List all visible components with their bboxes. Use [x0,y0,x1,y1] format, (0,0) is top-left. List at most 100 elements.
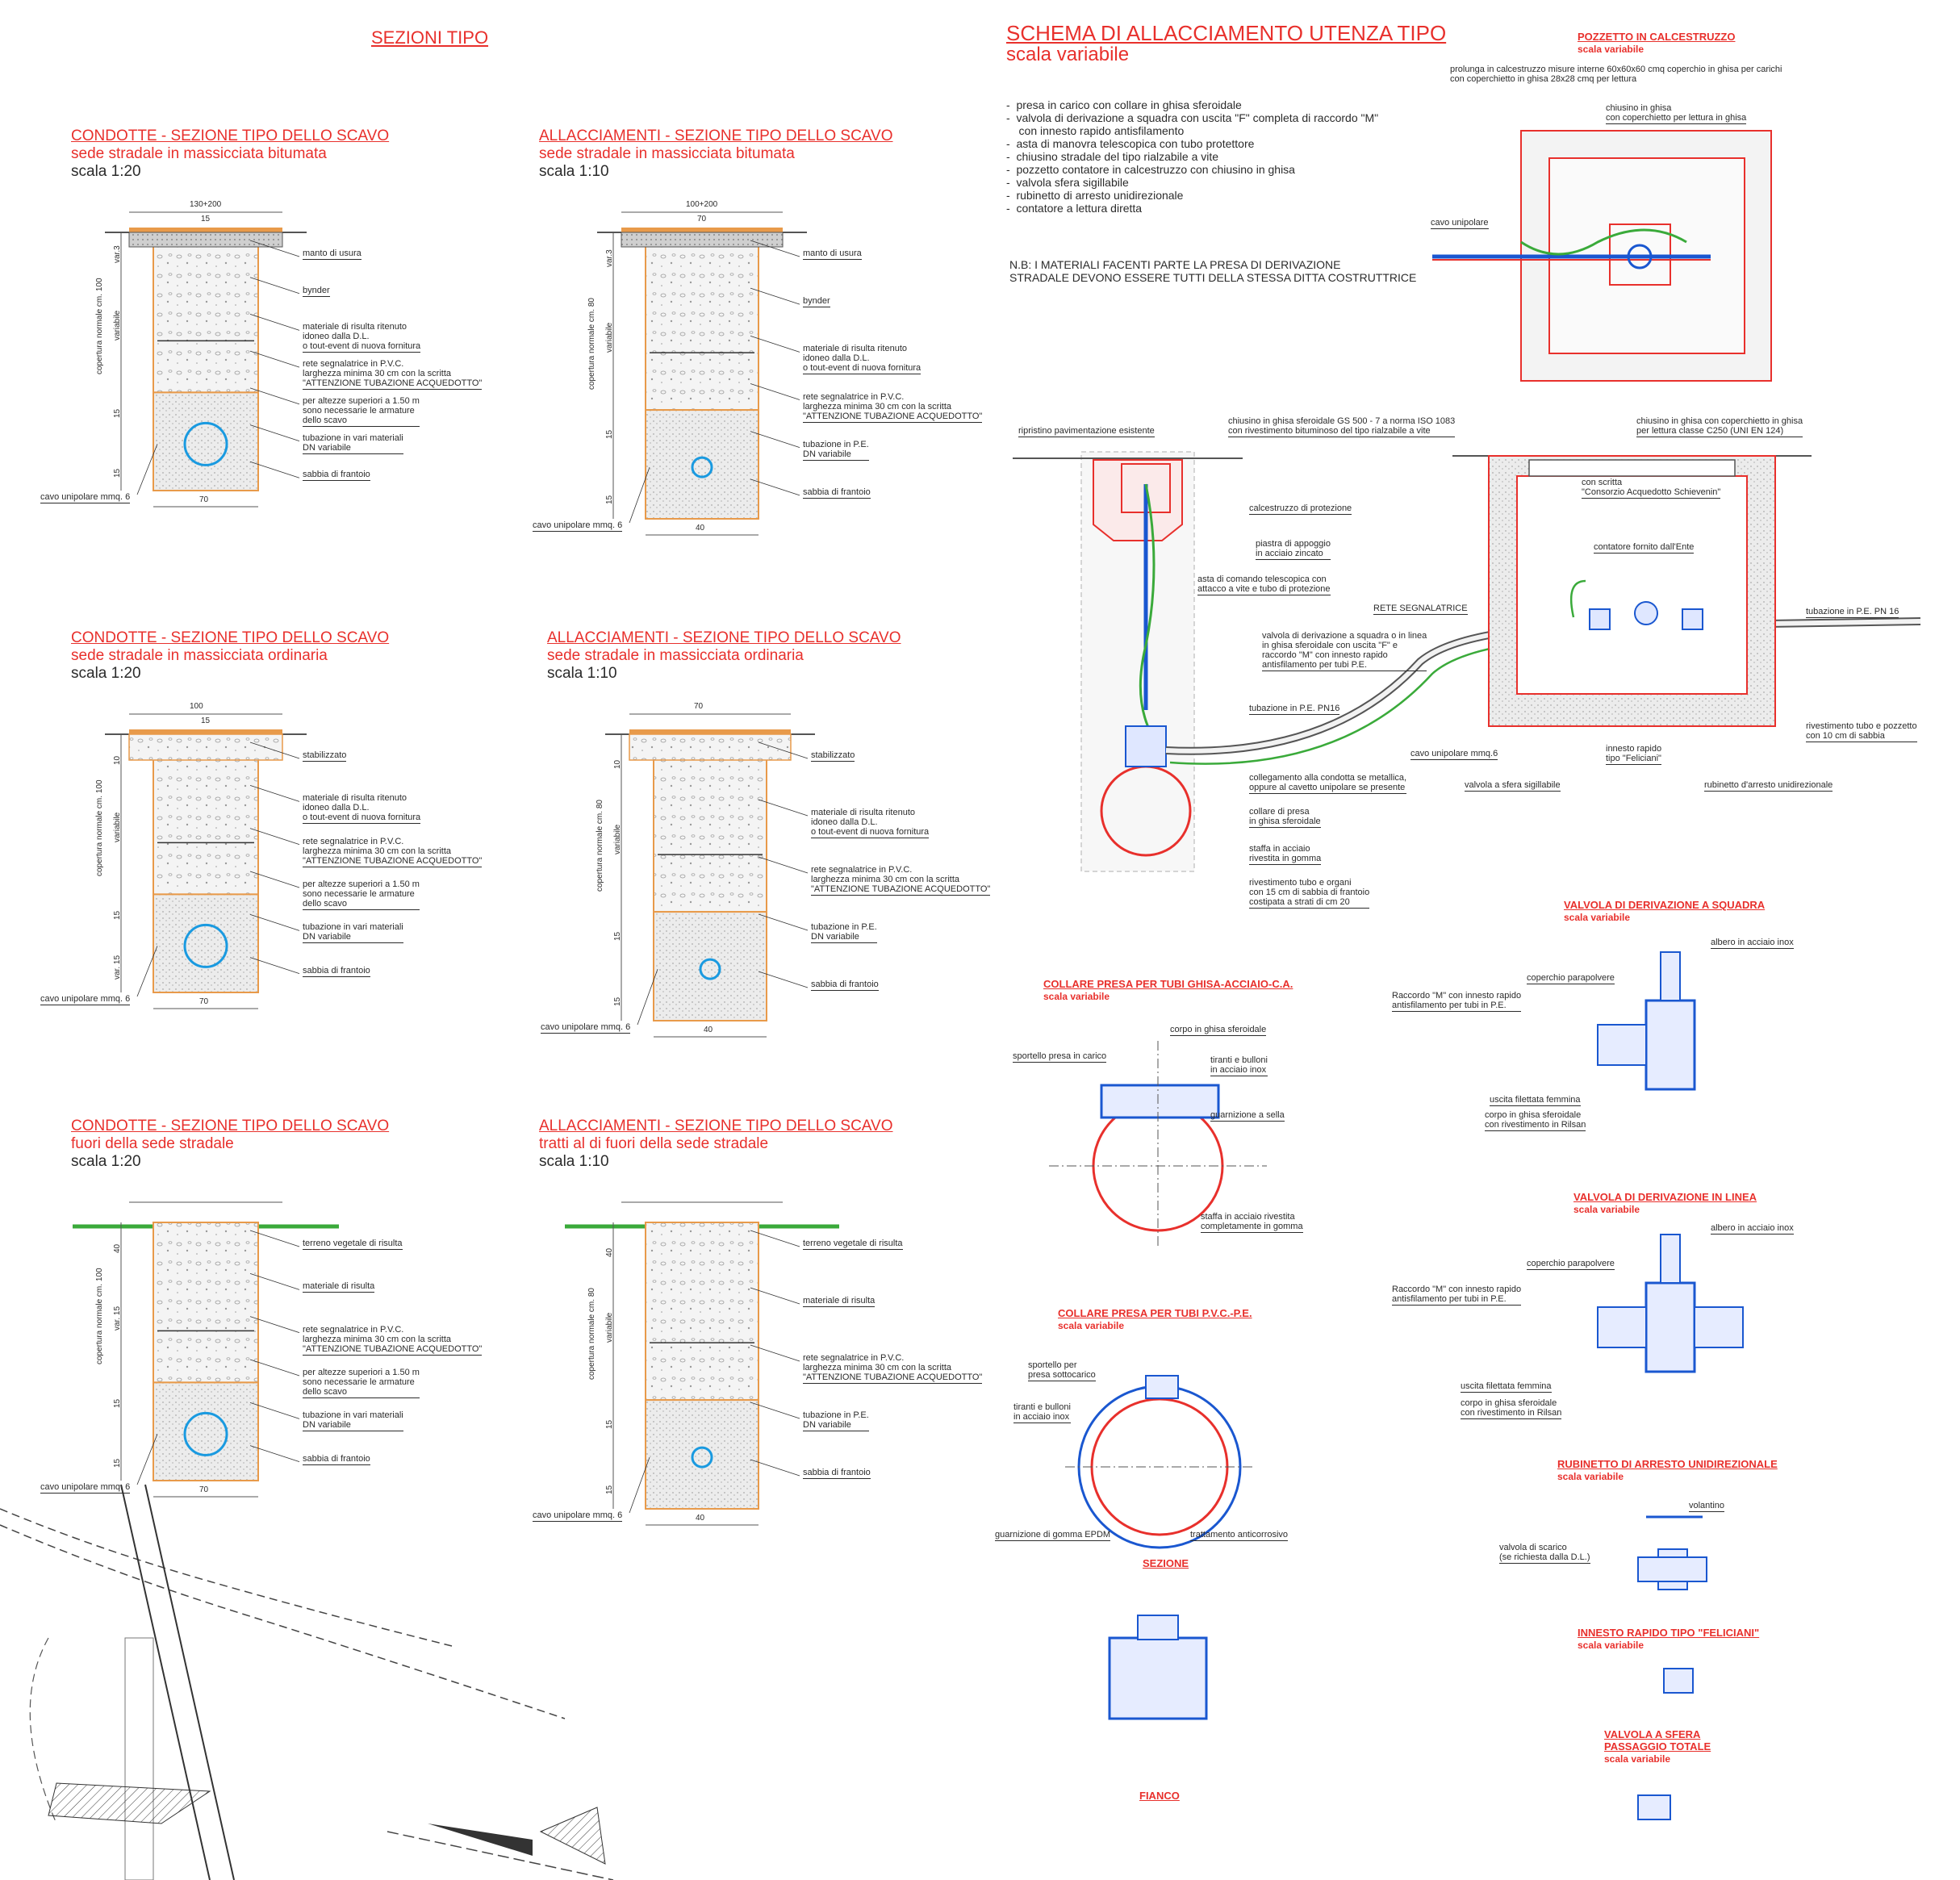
layer-label: tubazione in P.E. DN variabile [803,1410,869,1431]
leader-line [249,1272,300,1290]
vertical-dim-label-top: var.3 [605,249,614,267]
cable-label: cavo unipolare mmq. 6 [40,492,131,503]
trench-section-6 [565,1201,839,1526]
fianco-label: FIANCO [1139,1790,1180,1802]
cable-leader [637,968,658,1026]
connection-schema [1013,451,1921,872]
layer-label: tubazione in vari materiali DN variabile [303,922,403,944]
layer-label: rete segnalatrice in P.V.C. larghezza mi… [303,836,483,867]
vertical-dim-label-top: 40 [605,1247,614,1257]
schema-label-j: staffa in acciaio rivestita in gomma [1249,844,1322,865]
collar1-subtitle: scala variabile [1043,991,1110,1002]
trench-section-1 [105,211,307,508]
valve1-title: VALVOLA DI DERIVAZIONE A SQUADRA [1564,899,1766,911]
ball-valve [1637,1794,1671,1820]
fianco-port [1137,1615,1179,1640]
leader-line [249,913,300,931]
backfill-layer [645,1222,759,1402]
leader-line [750,1459,800,1477]
leader-line [758,799,809,817]
cable-leader [136,946,158,997]
collar2-label: sportello per presa sottocarico [1028,1360,1096,1381]
layer-label: manto di usura [303,249,361,260]
valve2-label: corpo in ghisa sferoidale con rivestimen… [1461,1398,1562,1419]
check-valve-section [1682,608,1703,630]
leader-line [249,871,300,888]
section-subtitle: sede stradale in massicciata bitumata [71,145,327,162]
schema-label-o: RETE SEGNALATRICE [1373,604,1468,615]
leader-line [249,828,300,846]
vertical-dim-label-total: copertura normale cm. 80 [587,1288,596,1381]
backfill-layer [153,733,259,896]
leader-line [249,277,300,295]
road-edge-3 [387,1831,614,1880]
schema-label-m: con scritta "Consorzio Acquedotto Schiev… [1582,478,1721,499]
vertical-dim-label-total: copertura normale cm. 80 [596,800,604,892]
surface-strip [629,729,791,734]
section-subtitle: sede stradale in massicciata ordinaria [71,647,328,664]
leader-line [750,383,800,400]
cable-label: cavo unipolare mmq. 6 [40,1482,131,1494]
cable-leader [629,1456,650,1514]
section-scale: scala 1:10 [547,665,617,682]
road-edge-1 [0,1508,453,1647]
valve2-label: uscita filettata femmina [1461,1381,1552,1393]
layer-label: materiale di risulta ritenuto idoneo dal… [811,808,930,838]
leader-line [750,240,800,257]
leader-line [750,1287,800,1305]
valve-stem [1660,1234,1681,1284]
section-title: CONDOTTE - SEZIONE TIPO DELLO SCAVO [71,629,390,646]
curve [29,1637,57,1824]
stabilized-layer [128,733,283,761]
collar1-label: guarnizione a sella [1210,1110,1285,1122]
schema-subtitle: scala variabile [1006,44,1130,65]
width-dim-label: 130+200 [190,200,222,209]
nb-note: N.B: I MATERIALI FACENTI PARTE LA PRESA … [1009,258,1417,284]
layer-label: stabilizzato [303,750,347,762]
pozzetto-subtitle: scala variabile [1578,44,1644,55]
leader-line [249,1445,300,1463]
collar-pvc [1065,1375,1255,1720]
cable-leader [136,444,158,495]
bottom-dim-label: 40 [704,1026,713,1034]
layer-label: materiale di risulta [803,1296,876,1307]
sand-layer [653,911,767,1021]
coupling-subtitle: scala variabile [1578,1640,1644,1651]
width-dim-label: 100 [190,702,203,711]
check-pipe [1637,1556,1707,1582]
vertical-dim-label-15a: 15 [113,409,122,419]
protection-concrete [1093,459,1183,541]
valve2-title: VALVOLA DI DERIVAZIONE IN LINEA [1573,1191,1757,1203]
island-hatch-2 [539,1807,606,1865]
leader-line [750,335,800,353]
valve2-label: Raccordo "M" con innesto rapido antisfil… [1392,1285,1522,1306]
valve-coupling [1597,1024,1647,1066]
layer-label: terreno vegetale di risulta [803,1239,903,1250]
ball-valve-title: VALVOLA A SFERA PASSAGGIO TOTALE [1604,1728,1711,1753]
collar2-label: trattamento anticorrosivo [1190,1530,1289,1541]
vertical-dim-label-var: variabile [113,813,122,843]
ball-valve-subtitle: scala variabile [1604,1753,1671,1765]
vertical-dim-label-15a: 15 [113,911,122,921]
vertical-dim-label-var: variabile [605,1312,614,1343]
collar1-title: COLLARE PRESA PER TUBI GHISA-ACCIAIO-C.A… [1043,978,1293,990]
schema-label-l: chiusino in ghisa con coperchietto in gh… [1636,416,1803,437]
layer-label: sabbia di frantoio [303,1453,370,1465]
valve2-label: coperchio parapolvere [1527,1259,1615,1270]
leader-line [249,314,300,331]
vertical-dim-label-top: 10 [613,759,622,769]
vertical-dim-label-total: copertura normale cm. 100 [95,278,104,374]
valve-body [1644,999,1696,1091]
layer-label: tubazione in vari materiali DN variabile [303,432,403,454]
sezioni-tipo-title: SEZIONI TIPO [371,27,489,48]
sand-layer [153,893,259,994]
schema-title: SCHEMA DI ALLACCIAMENTO UTENZA TIPO [1006,21,1447,45]
collar2-title: COLLARE PRESA PER TUBI P.V.C.-P.E. [1058,1307,1252,1319]
leader-line [249,1316,300,1334]
bottom-dim-label: 40 [696,524,705,533]
collar1-body [1100,1084,1220,1119]
quick-coupling [1663,1668,1694,1694]
bottom-dim-label: 70 [199,495,209,504]
sand-layer [153,391,259,491]
vertical-dim-label-15b: 15 [613,997,622,1007]
